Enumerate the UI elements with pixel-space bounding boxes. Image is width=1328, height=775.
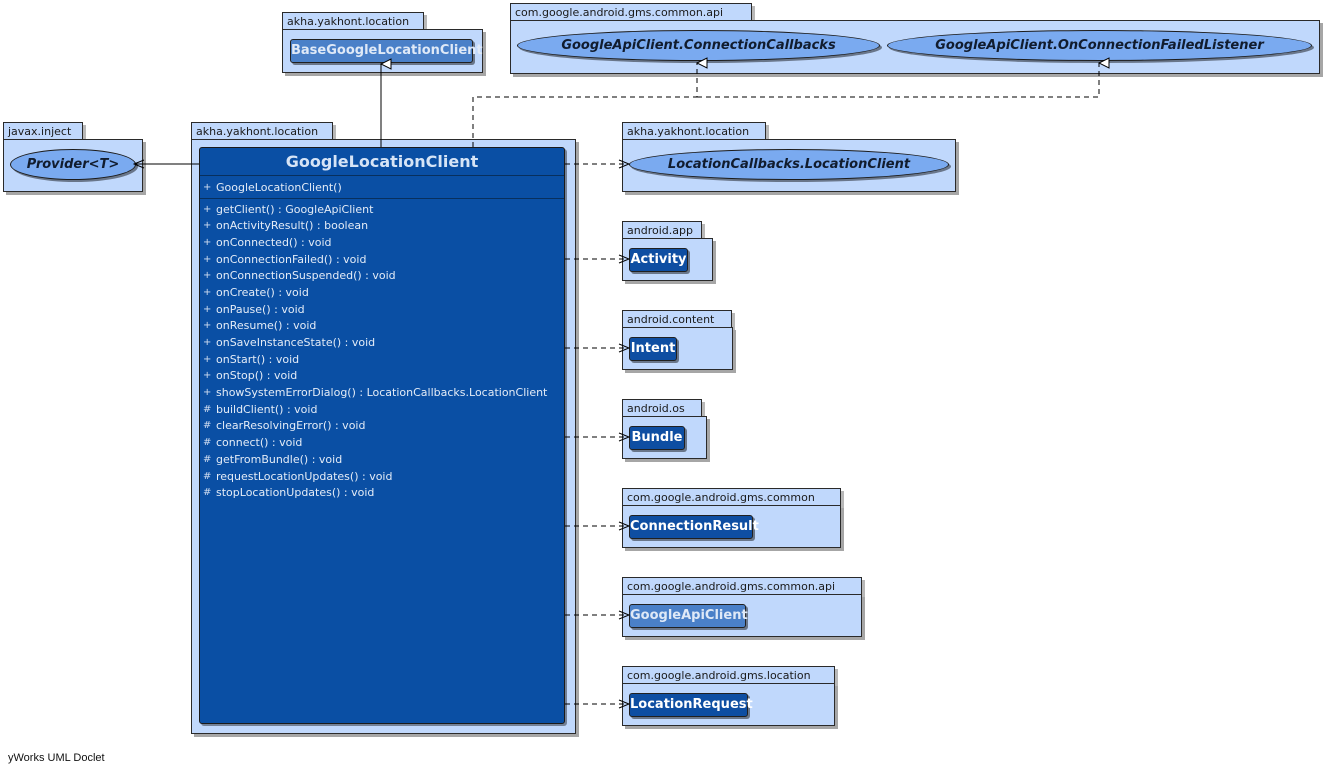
method-signature: onActivityResult() : boolean [216, 219, 369, 233]
method-row[interactable]: + onStart() : void [200, 351, 564, 368]
class-location-request[interactable]: LocationRequest [629, 693, 753, 717]
method-list: + getClient() : GoogleApiClient + onActivit… [200, 199, 564, 501]
method-signature: onConnected() : void [216, 235, 332, 249]
method-row[interactable]: + onConnected() : void [200, 234, 564, 251]
visibility-marker: + [203, 220, 212, 232]
constructor-row[interactable]: + GoogleLocationClient() [200, 179, 564, 196]
method-signature: buildClient() : void [216, 402, 318, 416]
visibility-marker: # [203, 470, 212, 482]
interface-provider[interactable]: Provider<T> [10, 149, 136, 180]
method-signature: onPause() : void [216, 302, 305, 316]
method-row[interactable]: + onResume() : void [200, 318, 564, 335]
visibility-marker: # [203, 453, 212, 465]
package-label: com.google.android.gms.common [622, 488, 841, 505]
class-title: GoogleLocationClient [200, 148, 564, 176]
package-label: android.content [622, 310, 732, 327]
method-signature: stopLocationUpdates() : void [216, 486, 375, 500]
visibility-marker: + [203, 303, 212, 315]
method-signature: getClient() : GoogleApiClient [216, 202, 374, 216]
package-label: akha.yakhont.location [191, 122, 333, 139]
method-signature: onCreate() : void [216, 285, 309, 299]
visibility-marker: + [203, 286, 212, 298]
method-signature: onStart() : void [216, 352, 300, 366]
visibility-marker: + [203, 270, 212, 282]
constructor-signature: GoogleLocationClient() [216, 180, 342, 194]
class-connection-result[interactable]: ConnectionResult [629, 515, 759, 539]
method-row[interactable]: + getClient() : GoogleApiClient [200, 201, 564, 218]
class-intent[interactable]: Intent [629, 337, 677, 361]
package-gms-common-api: com.google.android.gms.common.api Google… [622, 577, 862, 637]
method-signature: onResume() : void [216, 319, 317, 333]
method-row[interactable]: + onConnectionSuspended() : void [200, 267, 564, 284]
visibility-marker: # [203, 403, 212, 415]
interface-connection-callbacks[interactable]: GoogleApiClient.ConnectionCallbacks [517, 30, 880, 61]
method-row[interactable]: + onSaveInstanceState() : void [200, 334, 564, 351]
package-label: akha.yakhont.location [282, 12, 424, 29]
method-row[interactable]: # connect() : void [200, 434, 564, 451]
method-signature: clearResolvingError() : void [216, 419, 366, 433]
package-android-os: android.os Bundle [622, 399, 707, 459]
method-row[interactable]: # stopLocationUpdates() : void [200, 484, 564, 501]
method-row[interactable]: + showSystemErrorDialog() : LocationCallb… [200, 384, 564, 401]
visibility-marker: + [203, 203, 212, 215]
class-google-api-client[interactable]: GoogleApiClient [629, 604, 748, 628]
package-akha-yakhont-location-callbacks: akha.yakhont.location LocationCallbacks.… [622, 122, 956, 192]
package-label: com.google.android.gms.location [622, 666, 835, 683]
package-gms-common-api-interfaces: com.google.android.gms.common.api Google… [510, 3, 1320, 74]
class-bundle[interactable]: Bundle [629, 426, 685, 450]
method-signature: requestLocationUpdates() : void [216, 469, 393, 483]
package-label: com.google.android.gms.common.api [510, 3, 752, 20]
package-javax-inject: javax.inject Provider<T> [3, 122, 143, 192]
visibility-marker: + [203, 320, 212, 332]
method-row[interactable]: # requestLocationUpdates() : void [200, 468, 564, 485]
method-row[interactable]: + onStop() : void [200, 368, 564, 385]
package-label: javax.inject [3, 122, 83, 139]
package-gms-common: com.google.android.gms.common Connection… [622, 488, 841, 548]
footer-credit: yWorks UML Doclet [8, 752, 105, 764]
package-android-content: android.content Intent [622, 310, 733, 370]
method-row[interactable]: # buildClient() : void [200, 401, 564, 418]
package-android-app: android.app Activity [622, 221, 713, 281]
visibility-marker: # [203, 420, 212, 432]
method-row[interactable]: # getFromBundle() : void [200, 451, 564, 468]
edge-implements-callbacks [472, 63, 697, 147]
interface-on-connection-failed-listener[interactable]: GoogleApiClient.OnConnectionFailedListen… [887, 30, 1312, 61]
class-google-location-client[interactable]: GoogleLocationClient + GoogleLocationClie… [199, 147, 565, 724]
visibility-marker: + [203, 370, 212, 382]
package-gms-location: com.google.android.gms.location Location… [622, 666, 835, 726]
package-label: akha.yakhont.location [622, 122, 766, 139]
method-signature: showSystemErrorDialog() : LocationCallba… [216, 386, 548, 400]
visibility-marker: + [203, 181, 212, 193]
package-label: android.app [622, 221, 702, 238]
method-signature: getFromBundle() : void [216, 452, 343, 466]
visibility-marker: # [203, 437, 212, 449]
package-label: android.os [622, 399, 702, 416]
class-activity[interactable]: Activity [629, 248, 688, 272]
edge-implements-failed-listener [697, 63, 1099, 98]
method-row[interactable]: # clearResolvingError() : void [200, 418, 564, 435]
visibility-marker: + [203, 236, 212, 248]
method-row[interactable]: + onActivityResult() : boolean [200, 217, 564, 234]
method-signature: onConnectionFailed() : void [216, 252, 367, 266]
method-row[interactable]: + onPause() : void [200, 301, 564, 318]
method-signature: onSaveInstanceState() : void [216, 336, 376, 350]
visibility-marker: + [203, 353, 212, 365]
method-signature: connect() : void [216, 436, 303, 450]
visibility-marker: + [203, 387, 212, 399]
method-row[interactable]: + onConnectionFailed() : void [200, 251, 564, 268]
visibility-marker: + [203, 253, 212, 265]
visibility-marker: + [203, 337, 212, 349]
constructor-list: + GoogleLocationClient() [200, 176, 564, 198]
visibility-marker: # [203, 487, 212, 499]
method-signature: onConnectionSuspended() : void [216, 269, 396, 283]
method-row[interactable]: + onCreate() : void [200, 284, 564, 301]
method-signature: onStop() : void [216, 369, 298, 383]
package-label: com.google.android.gms.common.api [622, 577, 862, 594]
interface-location-client[interactable]: LocationCallbacks.LocationClient [629, 149, 949, 180]
